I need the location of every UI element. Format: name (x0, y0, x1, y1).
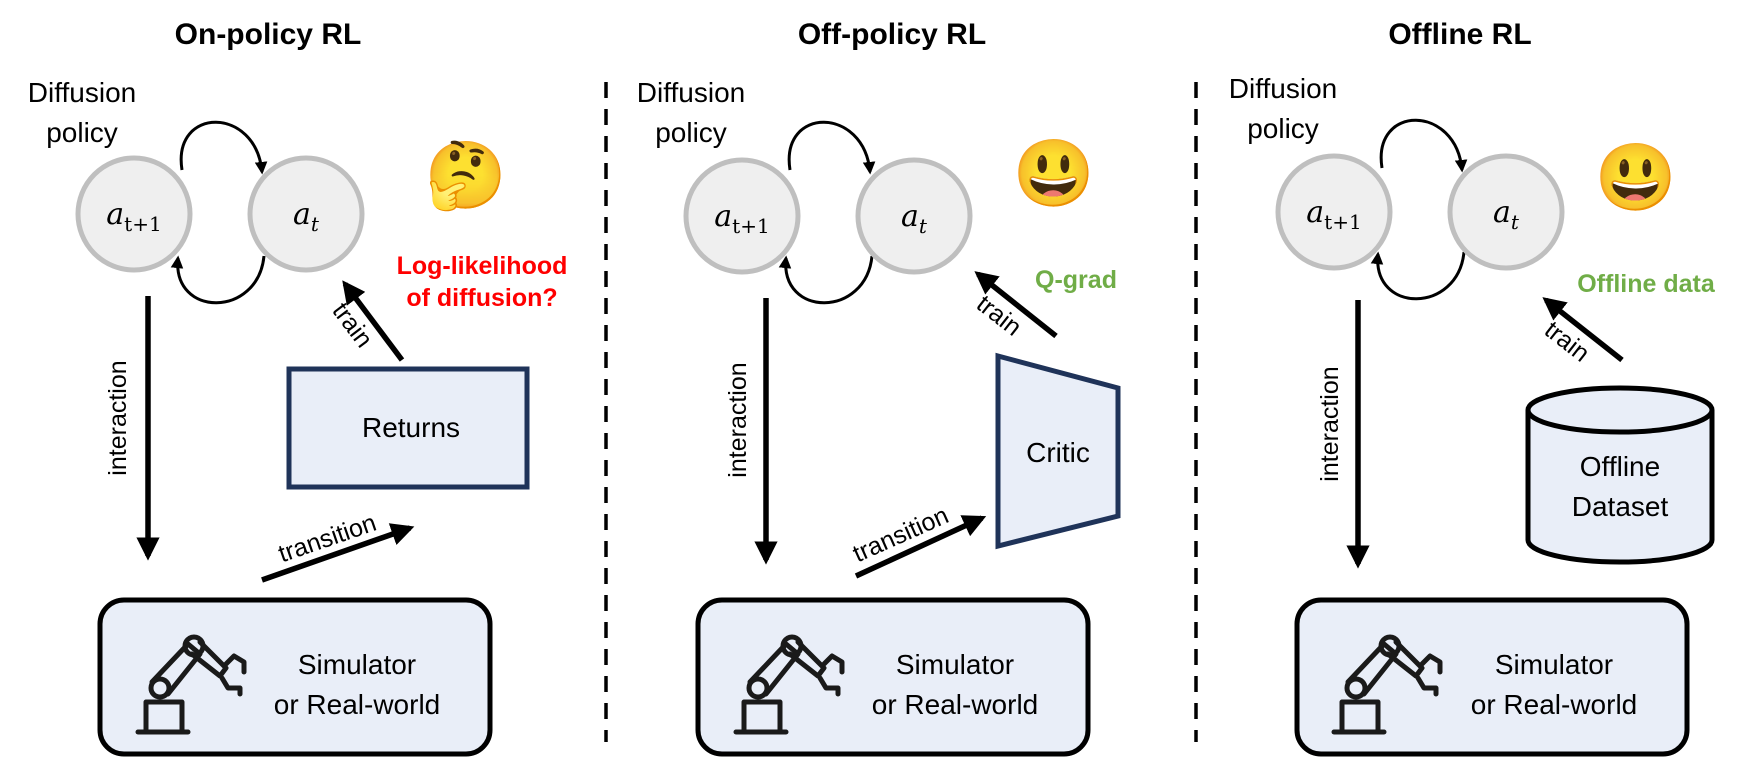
train-arrow (342, 280, 405, 362)
environment-label: Simulator (298, 649, 416, 680)
offline-dataset-cylinder (1525, 385, 1715, 565)
interaction-label: interaction (104, 360, 132, 475)
environment-label: Simulator (1495, 649, 1613, 680)
critic-box-label: Critic (1026, 437, 1090, 468)
node-a-t-plus-1-label: at+1 (106, 197, 161, 236)
node-a-t-plus-1 (683, 157, 801, 275)
smiling-face-icon: 😃 (1595, 142, 1677, 215)
critic-box (995, 352, 1121, 550)
panel-title: Off-policy RL (798, 18, 986, 51)
smiling-face-icon: 😃 (1013, 138, 1095, 211)
panel-note-line2: of diffusion? (406, 284, 557, 312)
node-a-t-label: at (1493, 195, 1520, 234)
node-a-t-plus-1 (1275, 153, 1393, 271)
node-a-t (1447, 153, 1565, 271)
node-a-t (247, 155, 365, 273)
train-label: train (971, 290, 1027, 342)
environment-label-line2: or Real-world (1471, 689, 1638, 720)
transition-arrow (261, 523, 415, 583)
panel-title: On-policy RL (175, 18, 362, 51)
train-label: train (1539, 316, 1595, 368)
node-a-t (855, 157, 973, 275)
denoise-loop-bottom-arrow (170, 255, 266, 305)
transition-arrow (854, 515, 987, 579)
train-label: train (327, 297, 379, 353)
train-arrow (1542, 297, 1624, 363)
panel-title: Offline RL (1388, 18, 1531, 51)
returns-box (286, 366, 530, 490)
policy-label-line2: policy (655, 117, 727, 148)
denoise-loop-top-arrow (787, 120, 876, 175)
policy-label-line2: policy (1247, 113, 1319, 144)
panel-note: Log-likelihood (397, 252, 568, 280)
train-arrow (974, 271, 1058, 339)
denoise-loop-top-arrow (1379, 118, 1468, 173)
thinking-face-icon: 🤔 (425, 140, 507, 213)
node-a-t-plus-1-label: at+1 (714, 199, 769, 238)
environment-label-line2: or Real-world (872, 689, 1039, 720)
panel-off-policy: Off-policy RL Diffusion policy at+1 at 😃… (637, 18, 1121, 757)
node-a-t-label: at (293, 197, 320, 236)
policy-label: Diffusion (637, 77, 745, 108)
policy-label: Diffusion (1229, 73, 1337, 104)
denoise-loop-top-arrow (179, 120, 268, 175)
node-a-t-plus-1-label: at+1 (1306, 195, 1361, 234)
interaction-label: interaction (724, 362, 752, 477)
panel-offline: Offline RL Diffusion policy at+1 at 😃 Of… (1229, 18, 1716, 757)
denoise-loop-bottom-arrow (1370, 251, 1466, 301)
offline-dataset-label: Offline (1580, 451, 1660, 482)
policy-label-line2: policy (46, 117, 118, 148)
interaction-label: interaction (1316, 366, 1344, 481)
denoise-loop-bottom-arrow (778, 255, 874, 305)
node-a-t-label: at (901, 199, 928, 238)
offline-dataset-label-line2: Dataset (1572, 491, 1669, 522)
panel-note: Q-grad (1035, 266, 1117, 294)
environment-label-line2: or Real-world (274, 689, 441, 720)
returns-box-label: Returns (362, 412, 460, 443)
panel-on-policy: On-policy RL Diffusion policy at+1 at 🤔 … (28, 18, 568, 757)
panel-note: Offline data (1577, 270, 1716, 298)
policy-label: Diffusion (28, 77, 136, 108)
environment-label: Simulator (896, 649, 1014, 680)
node-a-t-plus-1 (75, 155, 193, 273)
